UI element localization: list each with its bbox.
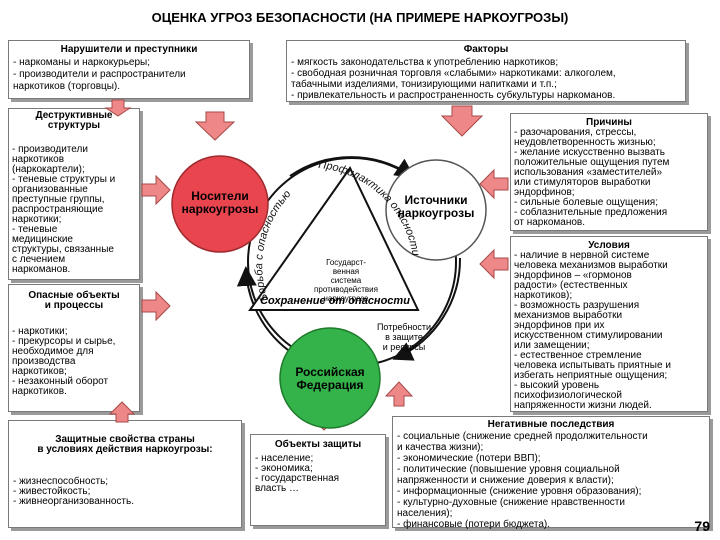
factors-box: Факторы - мягкость законодательства к уп…	[286, 40, 686, 102]
factors-title: Факторы	[463, 44, 509, 55]
arrow-destructive-right	[141, 174, 171, 206]
preserve-label: Сохранение от опасности	[260, 295, 410, 307]
page-title: ОЦЕНКА УГРОЗ БЕЗОПАСНОСТИ (НА ПРИМЕРЕ НА…	[151, 10, 569, 25]
arrow-reasons-left	[479, 168, 509, 200]
arrow-protective-up	[108, 401, 136, 423]
consequences-list: - социальные (снижение средней продолжит…	[397, 431, 648, 530]
objects-box: Объекты защиты - население; - экономика;…	[250, 434, 386, 526]
reasons-box: Причины - разочарования, стрессы, неудов…	[510, 113, 708, 231]
arrow-offenders-down	[104, 99, 132, 117]
factors-list: - мягкость законодательства к употреблен…	[291, 57, 616, 101]
arrow-dangerous-right	[141, 290, 171, 322]
arrow-consequences-up	[384, 381, 414, 407]
dangerous-objects-title: Опасные объекты и процессы	[28, 290, 120, 311]
sources-circle	[385, 159, 487, 261]
arrow-to-carriers-top	[194, 111, 236, 141]
offenders-title: Нарушители и преступники	[60, 44, 198, 55]
state-system-triangle	[248, 166, 420, 311]
arrow-conditions-left	[479, 248, 509, 280]
reasons-title: Причины	[586, 117, 632, 128]
objects-list: - население; - экономика; - государствен…	[255, 453, 340, 494]
conditions-title: Условия	[588, 240, 630, 251]
dangerous-objects-box: Опасные объекты и процессы - наркотики; …	[8, 284, 140, 412]
conditions-box: Условия - наличие в нервной системе чело…	[510, 236, 708, 412]
protective-box: Защитные свойства страны в условиях дейс…	[8, 420, 242, 528]
protective-title: Защитные свойства страны в условиях дейс…	[37, 434, 213, 455]
consequences-title: Негативные последствия	[487, 419, 615, 430]
reasons-list: - разочарования, стрессы, неудовлетворен…	[514, 127, 670, 228]
offenders-list: - наркоманы и наркокурьеры; - производит…	[13, 57, 186, 92]
objects-title: Объекты защиты	[274, 439, 362, 450]
dangerous-objects-list: - наркотики; - прекурсоры и сырье, необх…	[12, 326, 116, 397]
destructive-box: Деструктивные структуры - производители …	[8, 108, 140, 280]
russia-label: Российская Федерация	[295, 365, 365, 392]
conditions-list: - наличие в нервной системе человека мех…	[514, 250, 671, 411]
destructive-list: - производители наркотиков (наркокартели…	[12, 144, 116, 275]
carriers-label: Носители наркоугрозы	[181, 189, 259, 216]
carriers-circle	[171, 155, 269, 253]
page-number: 79	[694, 518, 710, 534]
needs-label: Потребности в защите и ресурсы	[376, 322, 432, 352]
offenders-box: Нарушители и преступники - наркоманы и н…	[8, 40, 250, 99]
consequences-box: Негативные последствия - социальные (сни…	[392, 416, 710, 530]
cycle-arrow-right	[392, 257, 462, 361]
sources-label: Источники наркоугрозы	[397, 193, 475, 220]
state-system-label: Государст- венная система противодействи…	[314, 258, 378, 303]
destructive-title: Деструктивные структуры	[35, 110, 113, 131]
protective-list: - жизнеспособность; - живестойкость; - ж…	[13, 476, 134, 507]
russia-circle	[279, 327, 381, 429]
cycle-arrow-top	[289, 156, 416, 179]
arrow-factors-down	[440, 105, 484, 137]
